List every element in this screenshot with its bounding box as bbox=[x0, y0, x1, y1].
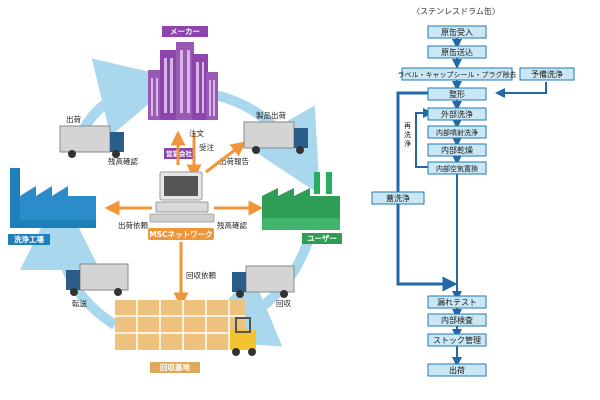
maker-label: メーカー bbox=[170, 27, 200, 36]
user-factory bbox=[262, 172, 340, 230]
svg-text:予備洗浄: 予備洗浄 bbox=[531, 69, 563, 79]
rewash-label-1: 再 bbox=[404, 122, 411, 130]
order-label: 注文 bbox=[189, 128, 204, 138]
svg-text:内部空気置換: 内部空気置換 bbox=[436, 164, 478, 173]
flow-step-7: 内部乾燥 bbox=[427, 143, 487, 157]
flow-step-6: 内部噴射洗浄 bbox=[427, 125, 487, 139]
svg-text:原缶受入: 原缶受入 bbox=[441, 27, 473, 37]
svg-text:内部検査: 内部検査 bbox=[441, 315, 473, 325]
truck-ship-label: 出荷 bbox=[66, 114, 81, 124]
maker-computer-arrows bbox=[170, 130, 202, 180]
cycle-arrow-maker-to-user bbox=[213, 90, 321, 195]
svg-text:外部洗浄: 外部洗浄 bbox=[441, 109, 473, 119]
maker-label-box bbox=[162, 26, 208, 37]
svg-text:ラベル・キャップシール・プラグ除去: ラベル・キャップシール・プラグ除去 bbox=[398, 70, 517, 79]
recovery-warehouse bbox=[115, 300, 245, 350]
truck-icon-collect bbox=[232, 265, 295, 298]
flow-step-3: ラベル・キャップシール・プラグ除去 bbox=[398, 67, 517, 81]
svg-text:蓋洗浄: 蓋洗浄 bbox=[386, 193, 410, 203]
flow-step-8: 内部空気置換 bbox=[427, 161, 487, 175]
stock-check-left-label: 残高確認 bbox=[108, 156, 138, 166]
msc-label-box bbox=[148, 228, 214, 240]
svg-text:出荷: 出荷 bbox=[449, 365, 465, 375]
flow-step-10: 内部検査 bbox=[427, 313, 487, 327]
cleaning-label-box bbox=[8, 234, 50, 245]
flow-step-9: 漏れテスト bbox=[427, 295, 487, 309]
flow-step-bottom-wash: 蓋洗浄 bbox=[371, 191, 425, 205]
rewash-loop bbox=[415, 108, 433, 168]
flow-step-2: 原缶送込 bbox=[427, 45, 487, 59]
collect-request-label: 回収依頼 bbox=[186, 270, 216, 280]
rewash-label-3: 浄 bbox=[404, 139, 411, 148]
ship-request-label: 出荷依頼 bbox=[118, 220, 148, 230]
bottom-wash-loop bbox=[396, 91, 458, 292]
truck-collect-label: 回収 bbox=[276, 299, 291, 308]
flow-step-1: 原缶受入 bbox=[427, 25, 487, 39]
truck-icon-product-ship bbox=[243, 121, 308, 154]
truck-transfer-label: 転送 bbox=[72, 298, 87, 308]
recovery-label: 回収基地 bbox=[160, 362, 190, 372]
svg-text:内部乾燥: 内部乾燥 bbox=[441, 145, 473, 155]
stock-check-right-label: 残高確認 bbox=[217, 220, 247, 230]
truck-product-ship-label: 製品出荷 bbox=[256, 110, 286, 120]
svg-text:ストック管理: ストック管理 bbox=[433, 335, 481, 345]
computer-arrows bbox=[104, 141, 264, 308]
user-label: ユーザー bbox=[307, 234, 337, 243]
confirm-order-label: 受注 bbox=[199, 142, 214, 152]
flow-step-4: 整形 bbox=[427, 87, 487, 101]
cleaning-label: 洗浄工場 bbox=[14, 234, 44, 244]
recovery-label-box bbox=[150, 362, 200, 373]
upright-arrow bbox=[205, 141, 246, 174]
maker-building bbox=[148, 42, 218, 120]
svg-text:整形: 整形 bbox=[449, 89, 465, 99]
user-label-box bbox=[302, 233, 342, 244]
flow-step-12: 出荷 bbox=[427, 363, 487, 377]
svg-text:漏れテスト: 漏れテスト bbox=[437, 297, 477, 307]
rewash-label-2: 洗 bbox=[404, 130, 411, 139]
flow-title: 〈ステンレスドラム缶〉 bbox=[412, 6, 500, 16]
truck-icon-ship bbox=[59, 125, 124, 158]
flow-step-5: 外部洗浄 bbox=[427, 107, 487, 121]
flow-step-prewash: 予備洗浄 bbox=[519, 67, 575, 81]
svg-text:原缶送込: 原缶送込 bbox=[441, 47, 473, 57]
msc-computer bbox=[149, 171, 215, 223]
truck-icon-transfer bbox=[66, 263, 129, 296]
svg-text:内部噴射洗浄: 内部噴射洗浄 bbox=[436, 128, 478, 137]
msc-label: MSCネットワーク bbox=[149, 229, 212, 239]
forklift-icon bbox=[230, 317, 256, 356]
flow-step-11: ストック管理 bbox=[427, 333, 487, 347]
prewash-connector bbox=[495, 82, 547, 98]
ship-report-label: 出荷報告 bbox=[219, 156, 249, 166]
cleaning-factory bbox=[10, 168, 96, 228]
